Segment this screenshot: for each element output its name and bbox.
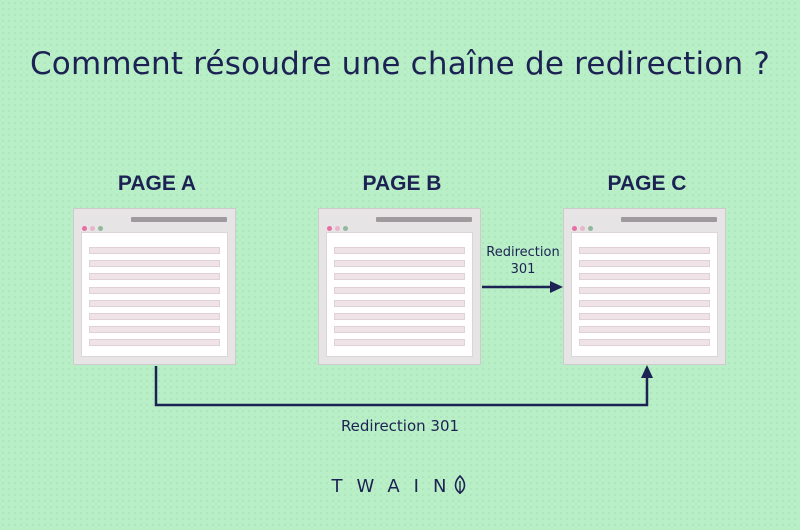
text-line (89, 313, 220, 320)
address-bar (376, 217, 472, 222)
maximize-dot-icon (588, 226, 593, 231)
window-controls (572, 216, 596, 235)
page-a-label: PAGE A (117, 172, 197, 195)
minimize-dot-icon (90, 226, 95, 231)
close-dot-icon (572, 226, 577, 231)
minimize-dot-icon (580, 226, 585, 231)
redirect-label-a-c: Redirection 301 (340, 417, 460, 435)
window-controls (82, 216, 106, 235)
text-line (579, 287, 710, 294)
text-line (579, 247, 710, 254)
browser-window-page-b (318, 208, 481, 365)
window-controls (327, 216, 351, 235)
page-b-label: PAGE B (362, 172, 442, 195)
address-bar (131, 217, 227, 222)
browser-window-page-c (563, 208, 726, 365)
page-content (81, 232, 228, 357)
text-line (89, 247, 220, 254)
page-content (571, 232, 718, 357)
text-line (89, 287, 220, 294)
close-dot-icon (82, 226, 87, 231)
browser-window-page-a (73, 208, 236, 365)
text-line (334, 339, 465, 346)
text-line (334, 273, 465, 280)
text-line (334, 247, 465, 254)
text-line (89, 273, 220, 280)
logo-text: TWAIN (331, 476, 461, 497)
maximize-dot-icon (98, 226, 103, 231)
text-line (579, 313, 710, 320)
minimize-dot-icon (335, 226, 340, 231)
text-line (89, 339, 220, 346)
text-line (334, 287, 465, 294)
maximize-dot-icon (343, 226, 348, 231)
text-line (334, 326, 465, 333)
arrow-b-to-c (482, 281, 563, 293)
text-line (334, 300, 465, 307)
close-dot-icon (327, 226, 332, 231)
page-title: Comment résoudre une chaîne de redirecti… (29, 46, 771, 82)
page-content (326, 232, 473, 357)
text-line (579, 260, 710, 267)
text-line (89, 300, 220, 307)
text-line (579, 326, 710, 333)
redirect-label-b-c-line1: Redirection (486, 245, 560, 260)
address-bar (621, 217, 717, 222)
arrow-a-to-c (154, 365, 653, 407)
redirect-label-b-c-line2: 301 (510, 262, 536, 277)
text-line (89, 260, 220, 267)
leaf-icon (455, 474, 466, 494)
text-line (334, 260, 465, 267)
redirect-label-b-c: Redirection 301 (480, 244, 566, 278)
text-line (579, 273, 710, 280)
twain-logo: TWAIN (0, 474, 800, 497)
text-line (89, 326, 220, 333)
page-c-label: PAGE C (607, 172, 687, 195)
text-line (334, 313, 465, 320)
text-line (579, 300, 710, 307)
text-line (579, 339, 710, 346)
